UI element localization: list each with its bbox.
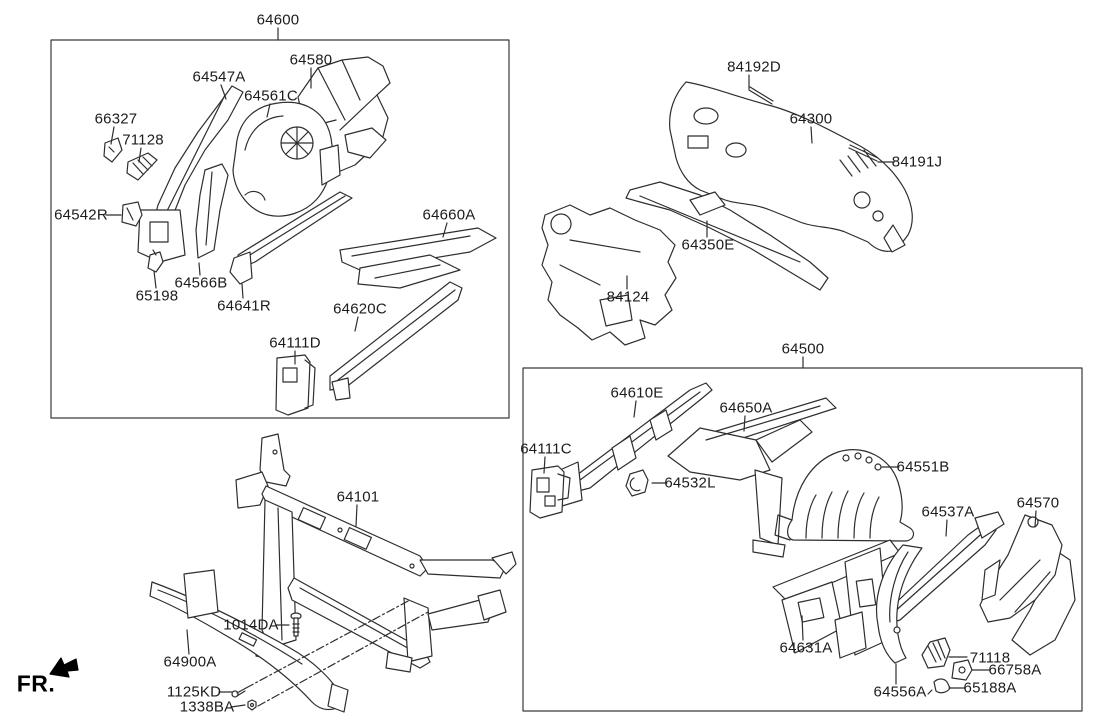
part-label-84192D: 84192D bbox=[727, 58, 781, 76]
part-label-64111C: 64111C bbox=[520, 440, 572, 458]
sketch-84191J-rod bbox=[848, 144, 879, 162]
part-label-64641R: 64641R bbox=[217, 297, 271, 315]
sketch-64900A bbox=[149, 569, 349, 713]
part-label-64542R: 64542R bbox=[54, 206, 108, 224]
sketch-64111C bbox=[529, 465, 571, 519]
sketch-66327 bbox=[103, 137, 123, 163]
sketch-1014DA-bolt bbox=[290, 612, 302, 637]
part-label-84191J: 84191J bbox=[891, 153, 943, 171]
part-label-66758A: 66758A bbox=[988, 661, 1042, 679]
part-label-64610E: 64610E bbox=[610, 384, 664, 402]
part-label-64631A: 64631A bbox=[779, 639, 833, 657]
sketch-1338BA-nut bbox=[247, 699, 257, 711]
sketch-64620C bbox=[329, 281, 463, 401]
part-label-64570: 64570 bbox=[1016, 494, 1060, 512]
part-label-84124: 84124 bbox=[606, 288, 650, 306]
sketch-64566B bbox=[195, 163, 229, 259]
sketch-64610E bbox=[559, 382, 713, 507]
sketch-65188A bbox=[927, 678, 951, 695]
sketch-64660A bbox=[339, 227, 497, 289]
group-box-64600 bbox=[50, 39, 510, 419]
sketch-64556A bbox=[875, 544, 923, 664]
sketch-64532L bbox=[625, 469, 649, 497]
part-label-64532L: 64532L bbox=[664, 474, 716, 492]
projection-lines bbox=[245, 599, 429, 707]
part-label-66327: 66327 bbox=[94, 110, 138, 128]
sketch-64570 bbox=[979, 514, 1076, 656]
sketch-84124 bbox=[541, 204, 677, 346]
part-label-65188A: 65188A bbox=[963, 679, 1017, 697]
front-direction-arrow-icon bbox=[49, 657, 79, 678]
sketch-84192D-rod bbox=[748, 86, 774, 105]
sketch-64542R bbox=[121, 201, 143, 227]
part-label-64660A: 64660A bbox=[422, 206, 476, 224]
sketch-64631A bbox=[772, 539, 901, 659]
part-label-64101: 64101 bbox=[336, 488, 380, 506]
sketch-64300 bbox=[669, 81, 913, 253]
part-label-64580: 64580 bbox=[289, 51, 333, 69]
part-label-64650A: 64650A bbox=[719, 399, 773, 417]
sketch-64111D bbox=[275, 354, 316, 416]
sketch-64551B bbox=[774, 449, 915, 542]
sketch-71128 bbox=[126, 152, 158, 181]
sketch-64650A bbox=[667, 397, 837, 558]
part-label-65198: 65198 bbox=[135, 287, 179, 305]
leader-lines bbox=[105, 27, 1037, 708]
part-label-64111D: 64111D bbox=[269, 334, 321, 352]
sketch-64561C bbox=[232, 101, 341, 217]
part-label-71128: 71128 bbox=[122, 131, 164, 149]
sketch-64641R bbox=[229, 191, 353, 285]
part-label-1338BA: 1338BA bbox=[179, 698, 235, 716]
sketch-71118 bbox=[921, 637, 951, 669]
sketch-1125KD-screw bbox=[231, 687, 247, 698]
part-label-64350E: 64350E bbox=[681, 236, 735, 254]
part-label-1014DA: 1014DA bbox=[223, 616, 279, 634]
part-label-64551B: 64551B bbox=[896, 458, 950, 476]
sketch-64547A bbox=[137, 85, 244, 263]
part-label-64600: 64600 bbox=[256, 11, 300, 29]
sketch-65198 bbox=[147, 249, 164, 273]
part-label-64500: 64500 bbox=[781, 340, 825, 358]
sketch-66758A bbox=[951, 659, 973, 681]
sketch-64101 bbox=[235, 433, 517, 673]
part-label-64900A: 64900A bbox=[163, 653, 217, 671]
part-label-64537A: 64537A bbox=[921, 503, 975, 521]
part-label-1125KD: 1125KD bbox=[166, 683, 222, 701]
part-label-64561C: 64561C bbox=[244, 87, 298, 105]
sketch-64350E bbox=[625, 181, 829, 291]
part-label-64300: 64300 bbox=[789, 110, 833, 128]
part-label-71118: 71118 bbox=[969, 649, 1011, 667]
part-label-64566B: 64566B bbox=[174, 274, 228, 292]
part-label-64556A: 64556A bbox=[873, 683, 927, 701]
front-direction-label: FR. bbox=[16, 670, 56, 697]
part-label-64620C: 64620C bbox=[333, 300, 387, 318]
part-label-64547A: 64547A bbox=[192, 68, 246, 86]
